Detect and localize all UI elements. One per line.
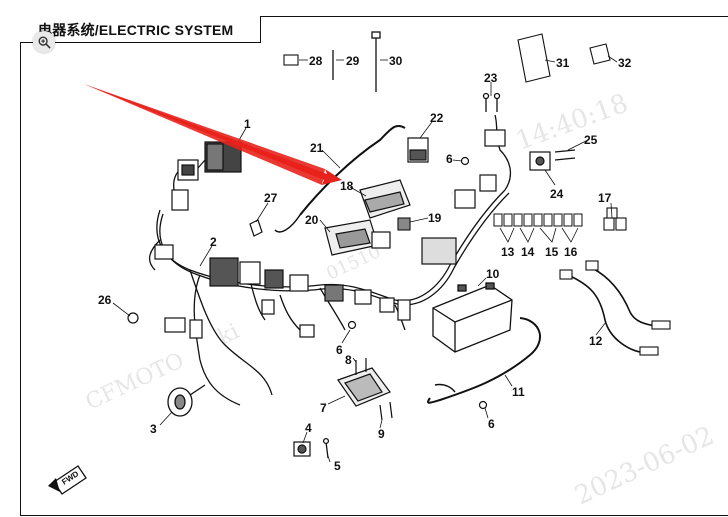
callout-7: 7 [320,401,327,415]
part-7-module [337,367,391,407]
callout-2: 2 [210,235,217,249]
callout-6a: 6 [336,343,343,357]
callout-15: 15 [545,245,559,259]
callout-9: 9 [378,427,385,441]
leader-lines [112,55,618,463]
fwd-badge: FWD [48,465,87,495]
callout-6c: 6 [488,417,495,431]
harness-21 [299,124,406,216]
callout-24: 24 [550,187,564,201]
part-8-screws [355,358,367,375]
callout-20: 20 [305,213,319,227]
part-31-label [517,33,551,83]
zoom-button[interactable] [33,31,55,53]
part-20-module [324,219,391,256]
part-18-ecu [359,179,411,219]
part-3-horn [167,384,206,417]
red-pointer-arrow [84,84,342,185]
part-12-plugs [559,260,671,356]
part-11-cable-lead [434,383,456,393]
callout-19: 19 [428,211,442,225]
part-25-screws [554,149,576,161]
callout-5: 5 [334,459,341,473]
page-title: 电器系统/ELECTRIC SYSTEM [38,22,234,38]
callout-12: 12 [589,334,603,348]
callout-23: 23 [484,71,498,85]
callout-32: 32 [618,56,632,70]
callout-28: 28 [309,54,323,68]
callouts: 1 2 3 4 5 6 6 6 7 8 9 10 11 12 13 14 15 … [98,54,632,473]
part-32-label [589,43,611,65]
watermark-time: 14:40:18 [512,88,632,156]
part-30-tie [371,31,381,92]
callout-26: 26 [98,293,112,307]
fuse-leaders [499,227,579,243]
harness-21-tail [274,214,301,233]
fuse-row [493,213,583,227]
part-10-battery [432,282,513,353]
callout-17: 17 [598,191,612,205]
title-box [20,16,261,43]
harness-connectors [154,129,506,339]
callout-13: 13 [501,245,515,259]
part-12-sensors [567,267,656,353]
callout-18: 18 [340,179,354,193]
callout-21: 21 [310,141,324,155]
callout-6b: 6 [446,152,453,166]
part-9-screws [379,401,393,421]
part-23-bolts [482,92,501,112]
part-5-screw [322,437,330,459]
callout-22: 22 [430,111,444,125]
part-4-sensor [293,441,311,457]
part-24-sensor [529,151,551,171]
part-6-nuts [347,156,488,410]
part-1-relay [177,141,242,181]
callout-3: 3 [150,422,157,436]
callout-14: 14 [521,245,535,259]
part-28-plug [283,54,299,66]
part-22-switch [407,137,429,163]
callout-25: 25 [584,133,598,147]
callout-10: 10 [486,267,500,281]
callout-27: 27 [264,191,278,205]
zoom-in-icon [38,36,51,49]
main-harness [148,114,512,406]
callout-4: 4 [305,421,312,435]
watermark-brand-2: ki [214,319,243,350]
part-11-cable [427,317,541,404]
part-26-nut [127,312,139,324]
callout-1: 1 [244,117,251,131]
callout-30: 30 [389,54,403,68]
drawing-frame [20,16,728,516]
callout-11: 11 [512,385,525,399]
watermark-date: 2023-06-02 [570,421,719,512]
part-27-clip [249,219,263,237]
callout-31: 31 [556,56,570,70]
callout-29: 29 [346,54,360,68]
callout-16: 16 [564,245,578,259]
part-19-connector [397,217,411,231]
callout-8: 8 [345,353,352,367]
part-17-relays [603,207,627,231]
